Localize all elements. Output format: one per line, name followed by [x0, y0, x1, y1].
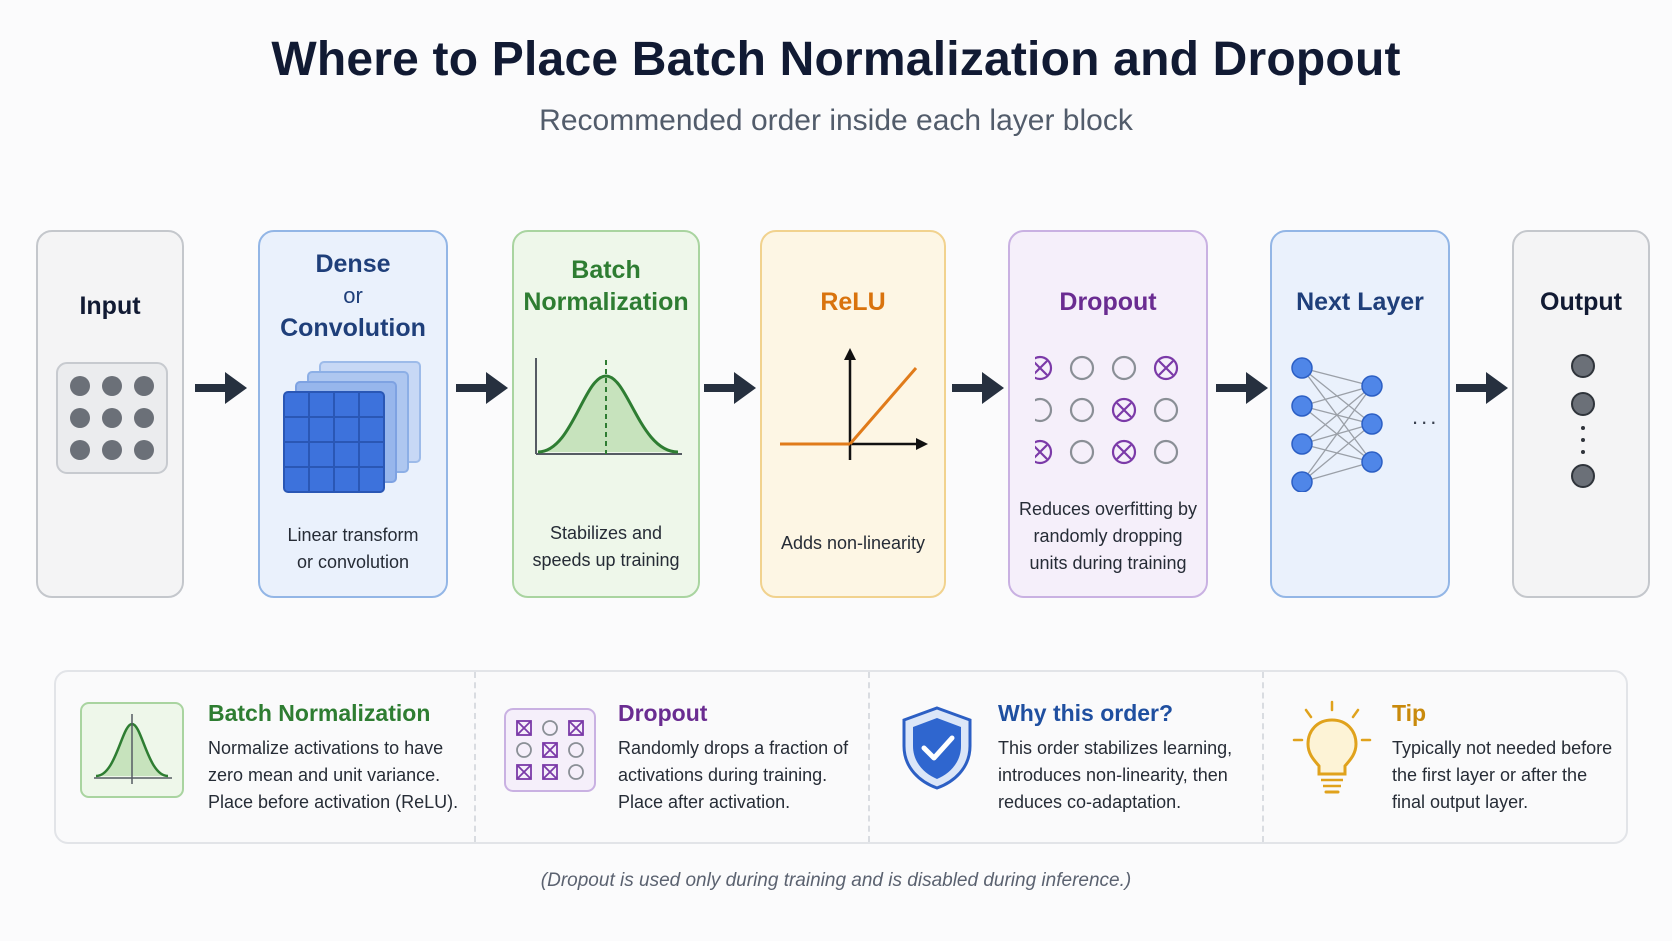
output-card: Output: [1512, 230, 1650, 598]
footnote: (Dropout is used only during training an…: [540, 870, 1132, 891]
lightbulb-icon: [1292, 700, 1372, 794]
dense-desc-line1: Linear transform: [287, 525, 419, 545]
info-line: Typically not needed before: [1392, 738, 1613, 758]
info-divider: [474, 672, 476, 842]
arrow-icon: [1216, 372, 1268, 404]
info-line: Place before activation (ReLU).: [208, 792, 459, 812]
dropout-desc-line3: units during training: [1029, 553, 1187, 573]
info-tip-title: Tip: [1392, 700, 1427, 726]
batchnorm-desc-line1: Stabilizes and: [549, 523, 663, 543]
info-batchnorm-title: Batch Normalization: [208, 700, 431, 726]
input-card: Input: [36, 230, 184, 598]
arrow-icon: [704, 372, 756, 404]
info-divider: [1262, 672, 1264, 842]
input-grid-icon: [56, 362, 168, 474]
bell-curve-icon: [80, 702, 184, 798]
neural-net-icon: [1291, 357, 1383, 492]
info-line: final output layer.: [1392, 792, 1529, 812]
dense-title-line1: Dense: [315, 250, 391, 278]
relu-desc: Adds non-linearity: [780, 533, 926, 553]
info-why-text: This order stabilizes learning, introduc…: [998, 735, 1232, 816]
dropout-card: Dropout Reduc: [1008, 230, 1208, 598]
page-title: Where to Place Batch Normalization and D…: [271, 33, 1401, 86]
dropout-desc-line1: Reduces overfitting by: [1018, 499, 1198, 519]
info-line: the first layer or after the: [1392, 765, 1588, 785]
batchnorm-title-line1: Batch: [571, 256, 641, 284]
dense-card: Dense or Convolution Linear transform or…: [258, 230, 448, 598]
dropout-desc-line2: randomly dropping: [1033, 526, 1183, 546]
info-panel: [54, 670, 1628, 844]
info-line: Place after activation.: [618, 792, 791, 812]
input-title: Input: [79, 292, 141, 320]
info-why-title: Why this order?: [998, 700, 1174, 726]
info-line: activations during training.: [618, 765, 828, 785]
info-line: Randomly drops a fraction of: [618, 738, 849, 758]
batchnorm-card: Batch Normalization Stabilizes and speed…: [512, 230, 700, 598]
info-line: reduces co-adaptation.: [998, 792, 1182, 812]
batchnorm-title-line2: Normalization: [523, 288, 689, 316]
convolution-layers-icon: [283, 361, 421, 493]
next-layer-title: Next Layer: [1296, 288, 1424, 316]
info-line: This order stabilizes learning,: [998, 738, 1233, 758]
dense-title-line2: or: [343, 283, 363, 308]
relu-card: ReLU Adds non-linearity: [760, 230, 946, 598]
arrow-icon: [1456, 372, 1508, 404]
dropout-title: Dropout: [1059, 288, 1157, 316]
info-dropout-text: Randomly drops a fraction of activations…: [618, 735, 848, 816]
info-line: Normalize activations to have: [208, 738, 444, 758]
arrow-icon: [952, 372, 1004, 404]
info-tip-text: Typically not needed before the first la…: [1392, 735, 1612, 816]
dense-desc-line2: or convolution: [296, 552, 410, 572]
arrow-icon: [195, 372, 247, 404]
dropout-grid-icon: [504, 708, 596, 792]
next-layer-card: Next Layer ...: [1270, 230, 1450, 598]
shield-check-icon: [902, 706, 972, 790]
output-nodes-icon: [1571, 354, 1595, 488]
relu-graph-icon: [780, 348, 928, 460]
batchnorm-desc-line2: speeds up training: [532, 550, 680, 570]
bell-curve-icon: [535, 358, 682, 455]
dense-title-line3: Convolution: [280, 314, 426, 342]
next-layer-ellipsis: ...: [1412, 404, 1440, 429]
info-dropout-title: Dropout: [618, 700, 708, 726]
info-line: introduces non-linearity, then: [998, 765, 1228, 785]
info-line: zero mean and unit variance.: [208, 765, 441, 785]
info-divider: [868, 672, 870, 842]
page-subtitle: Recommended order inside each layer bloc…: [539, 104, 1133, 137]
relu-title: ReLU: [820, 288, 886, 316]
output-title: Output: [1540, 288, 1622, 316]
info-batchnorm-text: Normalize activations to have zero mean …: [208, 735, 458, 816]
arrow-icon: [456, 372, 508, 404]
dropout-grid-icon: [1035, 355, 1179, 465]
